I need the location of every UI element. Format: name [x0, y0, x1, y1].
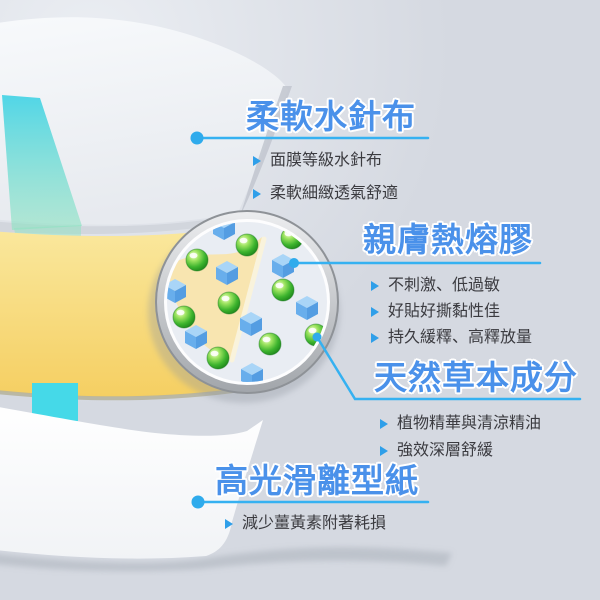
bullet-text: 強效深層舒緩 — [397, 442, 494, 459]
bullet-item: 減少薑黃素附著耗損 — [225, 513, 386, 535]
bullet-item: 面膜等級水針布 — [253, 150, 398, 172]
bullet-triangle-icon — [380, 446, 388, 456]
release-paper-shadow — [0, 547, 452, 572]
section-adhesive-title: 親膚熱熔膠 — [363, 221, 533, 258]
bullet-triangle-icon — [225, 519, 233, 529]
section-fabric-title: 柔軟水針布 — [246, 98, 416, 135]
section-fabric-bullets: 面膜等級水針布 柔軟細緻透氣舒適 — [253, 150, 398, 216]
bullet-item: 強效深層舒緩 — [380, 440, 541, 462]
leader-line-adhesive — [289, 258, 542, 268]
bullet-triangle-icon — [371, 281, 379, 291]
herbal-sphere-icon — [217, 291, 241, 315]
bullet-item: 柔軟細緻透氣舒適 — [253, 183, 398, 205]
herbal-sphere-icon — [206, 346, 230, 370]
bullet-text: 植物精華與清涼精油 — [397, 415, 542, 432]
bullet-triangle-icon — [371, 307, 379, 317]
bullet-text: 不刺激、低過敏 — [388, 277, 501, 294]
leader-line-release-paper — [191, 495, 430, 509]
bullet-triangle-icon — [253, 189, 261, 199]
release-paper-graphic — [0, 407, 263, 559]
herbal-sphere-icon — [271, 278, 295, 302]
section-herbal-title: 天然草本成分 — [374, 359, 578, 396]
section-release-paper: 高光滑離型紙 — [215, 463, 419, 499]
herbal-sphere-icon — [172, 305, 196, 329]
bullet-item: 持久緩釋、高釋放量 — [371, 327, 532, 349]
fabric-layer-graphic — [0, 17, 292, 235]
bullet-triangle-icon — [380, 419, 388, 429]
bullet-item: 植物精華與清涼精油 — [380, 413, 541, 435]
bullet-item: 不刺激、低過敏 — [371, 275, 532, 297]
leader-line-fabric — [190, 131, 430, 145]
bullet-text: 減少薑黃素附著耗損 — [242, 515, 387, 532]
leader-line-herbal — [312, 332, 582, 401]
section-release-paper-title: 高光滑離型紙 — [215, 462, 419, 499]
section-adhesive: 親膚熱熔膠 — [363, 222, 533, 258]
bullet-text: 持久緩釋、高釋放量 — [388, 329, 533, 346]
section-fabric: 柔軟水針布 — [246, 99, 416, 135]
bullet-item: 好貼好撕黏性佳 — [371, 301, 532, 323]
bullet-triangle-icon — [253, 156, 261, 166]
bullet-text: 柔軟細緻透氣舒適 — [270, 185, 399, 202]
herbal-sphere-icon — [258, 332, 282, 356]
bullet-text: 面膜等級水針布 — [270, 152, 383, 169]
bullet-text: 好貼好撕黏性佳 — [388, 303, 501, 320]
herbal-sphere-icon — [235, 233, 259, 257]
section-release-paper-bullets: 減少薑黃素附著耗損 — [225, 513, 386, 535]
section-herbal: 天然草本成分 — [374, 360, 578, 396]
herbal-sphere-icon — [185, 248, 209, 272]
section-adhesive-bullets: 不刺激、低過敏 好貼好撕黏性佳 持久緩釋、高釋放量 — [371, 275, 532, 353]
bullet-triangle-icon — [371, 333, 379, 343]
section-herbal-bullets: 植物精華與清涼精油 強效深層舒緩 — [380, 413, 541, 467]
